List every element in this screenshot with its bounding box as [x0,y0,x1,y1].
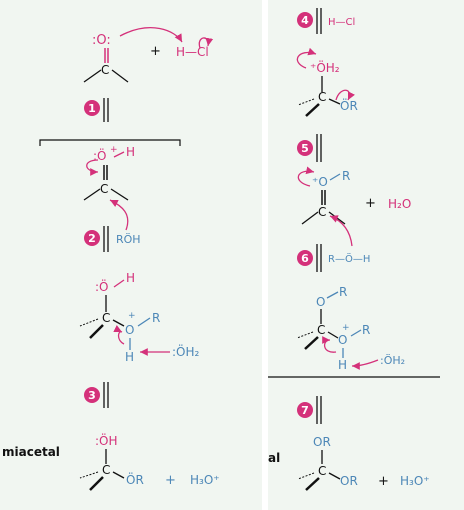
svg-text:O: O [338,333,347,347]
step-badge-2: 2 [84,230,100,246]
svg-text:R: R [342,169,350,183]
curved-arrow [351,359,379,370]
curved-arrow [329,215,353,247]
right-protonated-hemiacetal: ⁺ÖH₂ C ÖR [296,47,358,117]
svg-text:7: 7 [301,404,309,417]
curved-arrow [109,199,129,231]
left-step1-reactants: :O: C + H—Cl [83,27,214,83]
svg-text:C: C [102,311,110,325]
curved-arrow [198,37,214,49]
left-hemiacetal-product: :ÖH C ÖR + H₃O⁺ [79,432,220,491]
left-protonated-carbonyl: :Ö + H C [83,145,135,231]
svg-text:R: R [339,285,347,299]
right-acetal-product: OR C OR + H₃O⁺ [297,435,430,491]
svg-text:C: C [101,63,109,77]
curved-arrow [335,89,355,101]
equilibrium-arrow [316,134,322,162]
acetal-label: al [268,451,280,465]
curved-arrow [322,336,337,353]
svg-text:+: + [165,473,176,488]
step-badge-1: 1 [84,100,100,116]
equilibrium-arrow [316,8,322,34]
hcl-label: H—Cl [328,17,355,28]
svg-text:+: + [378,474,389,489]
svg-text:+: + [342,323,350,333]
svg-text:+: + [128,311,136,321]
svg-text:C: C [102,463,110,477]
curved-arrow [86,159,99,176]
step-badge-3: 3 [84,387,100,403]
right-oxocarbenium: ⁺O R C + H₂O [297,166,411,247]
svg-text:H: H [125,350,134,364]
svg-text:O: O [125,323,134,337]
svg-text:3: 3 [88,389,96,402]
svg-text::Ö: :Ö [93,147,107,163]
step-badge-4: 4 [297,12,313,28]
svg-text:⁺O: ⁺O [312,175,328,189]
svg-text::O:: :O: [92,33,111,48]
svg-text:C: C [318,464,326,478]
step-badge-6: 6 [297,250,313,266]
svg-text:H: H [126,271,135,285]
svg-text:C: C [100,182,108,196]
curved-arrow [113,325,125,345]
equilibrium-arrow [103,226,109,252]
equilibrium-arrow [316,244,322,272]
svg-text:O: O [316,295,325,309]
hydronium-label: H₃O⁺ [400,474,430,488]
curved-arrow [296,47,317,69]
equilibrium-arrow [103,382,109,408]
step-badge-7: 7 [297,402,313,418]
roh-label: RÖH [116,233,141,246]
oxonium-label: ⁺ÖH₂ [310,59,340,75]
svg-text:R: R [362,323,370,337]
svg-text:6: 6 [301,252,309,265]
svg-text:H: H [126,145,135,159]
svg-text:+: + [110,145,118,155]
svg-text:C: C [318,205,326,219]
hcl-label: H—Cl [176,45,209,59]
svg-text:4: 4 [301,14,309,27]
alcohol-label: R—Ö—H [328,252,370,265]
alkoxy-top-label: OR [313,435,331,449]
hemiacetal-label: miacetal [2,445,60,459]
hydroxyl-label: :ÖH [95,432,118,448]
svg-text:ÖR: ÖR [340,97,358,113]
bracket [39,139,181,146]
alkoxy-label: ÖR [126,471,144,487]
svg-text:+: + [365,196,376,211]
water-label: :ÖH₂ [172,343,200,359]
svg-text:C: C [318,90,326,104]
svg-text:H: H [338,358,347,372]
left-oxonium-intermediate: :Ö H C + O R H :ÖH₂ [79,271,200,364]
curved-arrow [297,166,315,187]
svg-text:2: 2 [88,232,96,245]
step-badge-5: 5 [297,140,313,156]
left-panel [0,0,262,510]
water-label: :ÖH₂ [380,354,405,367]
right-oxonium-intermediate: O R C + O R H :ÖH₂ [296,285,405,372]
svg-text::Ö: :Ö [95,278,109,294]
svg-text:R: R [152,311,160,325]
plus-sign: + [150,44,161,59]
water-product-label: H₂O [388,197,411,211]
alkoxy-bottom-label: OR [340,474,358,488]
svg-text:C: C [317,323,325,337]
curved-arrow [119,27,183,43]
equilibrium-arrow [316,396,322,424]
svg-text:5: 5 [301,142,309,155]
equilibrium-arrow [103,98,109,122]
hydronium-label: H₃O⁺ [190,473,220,487]
svg-text:1: 1 [88,102,96,115]
